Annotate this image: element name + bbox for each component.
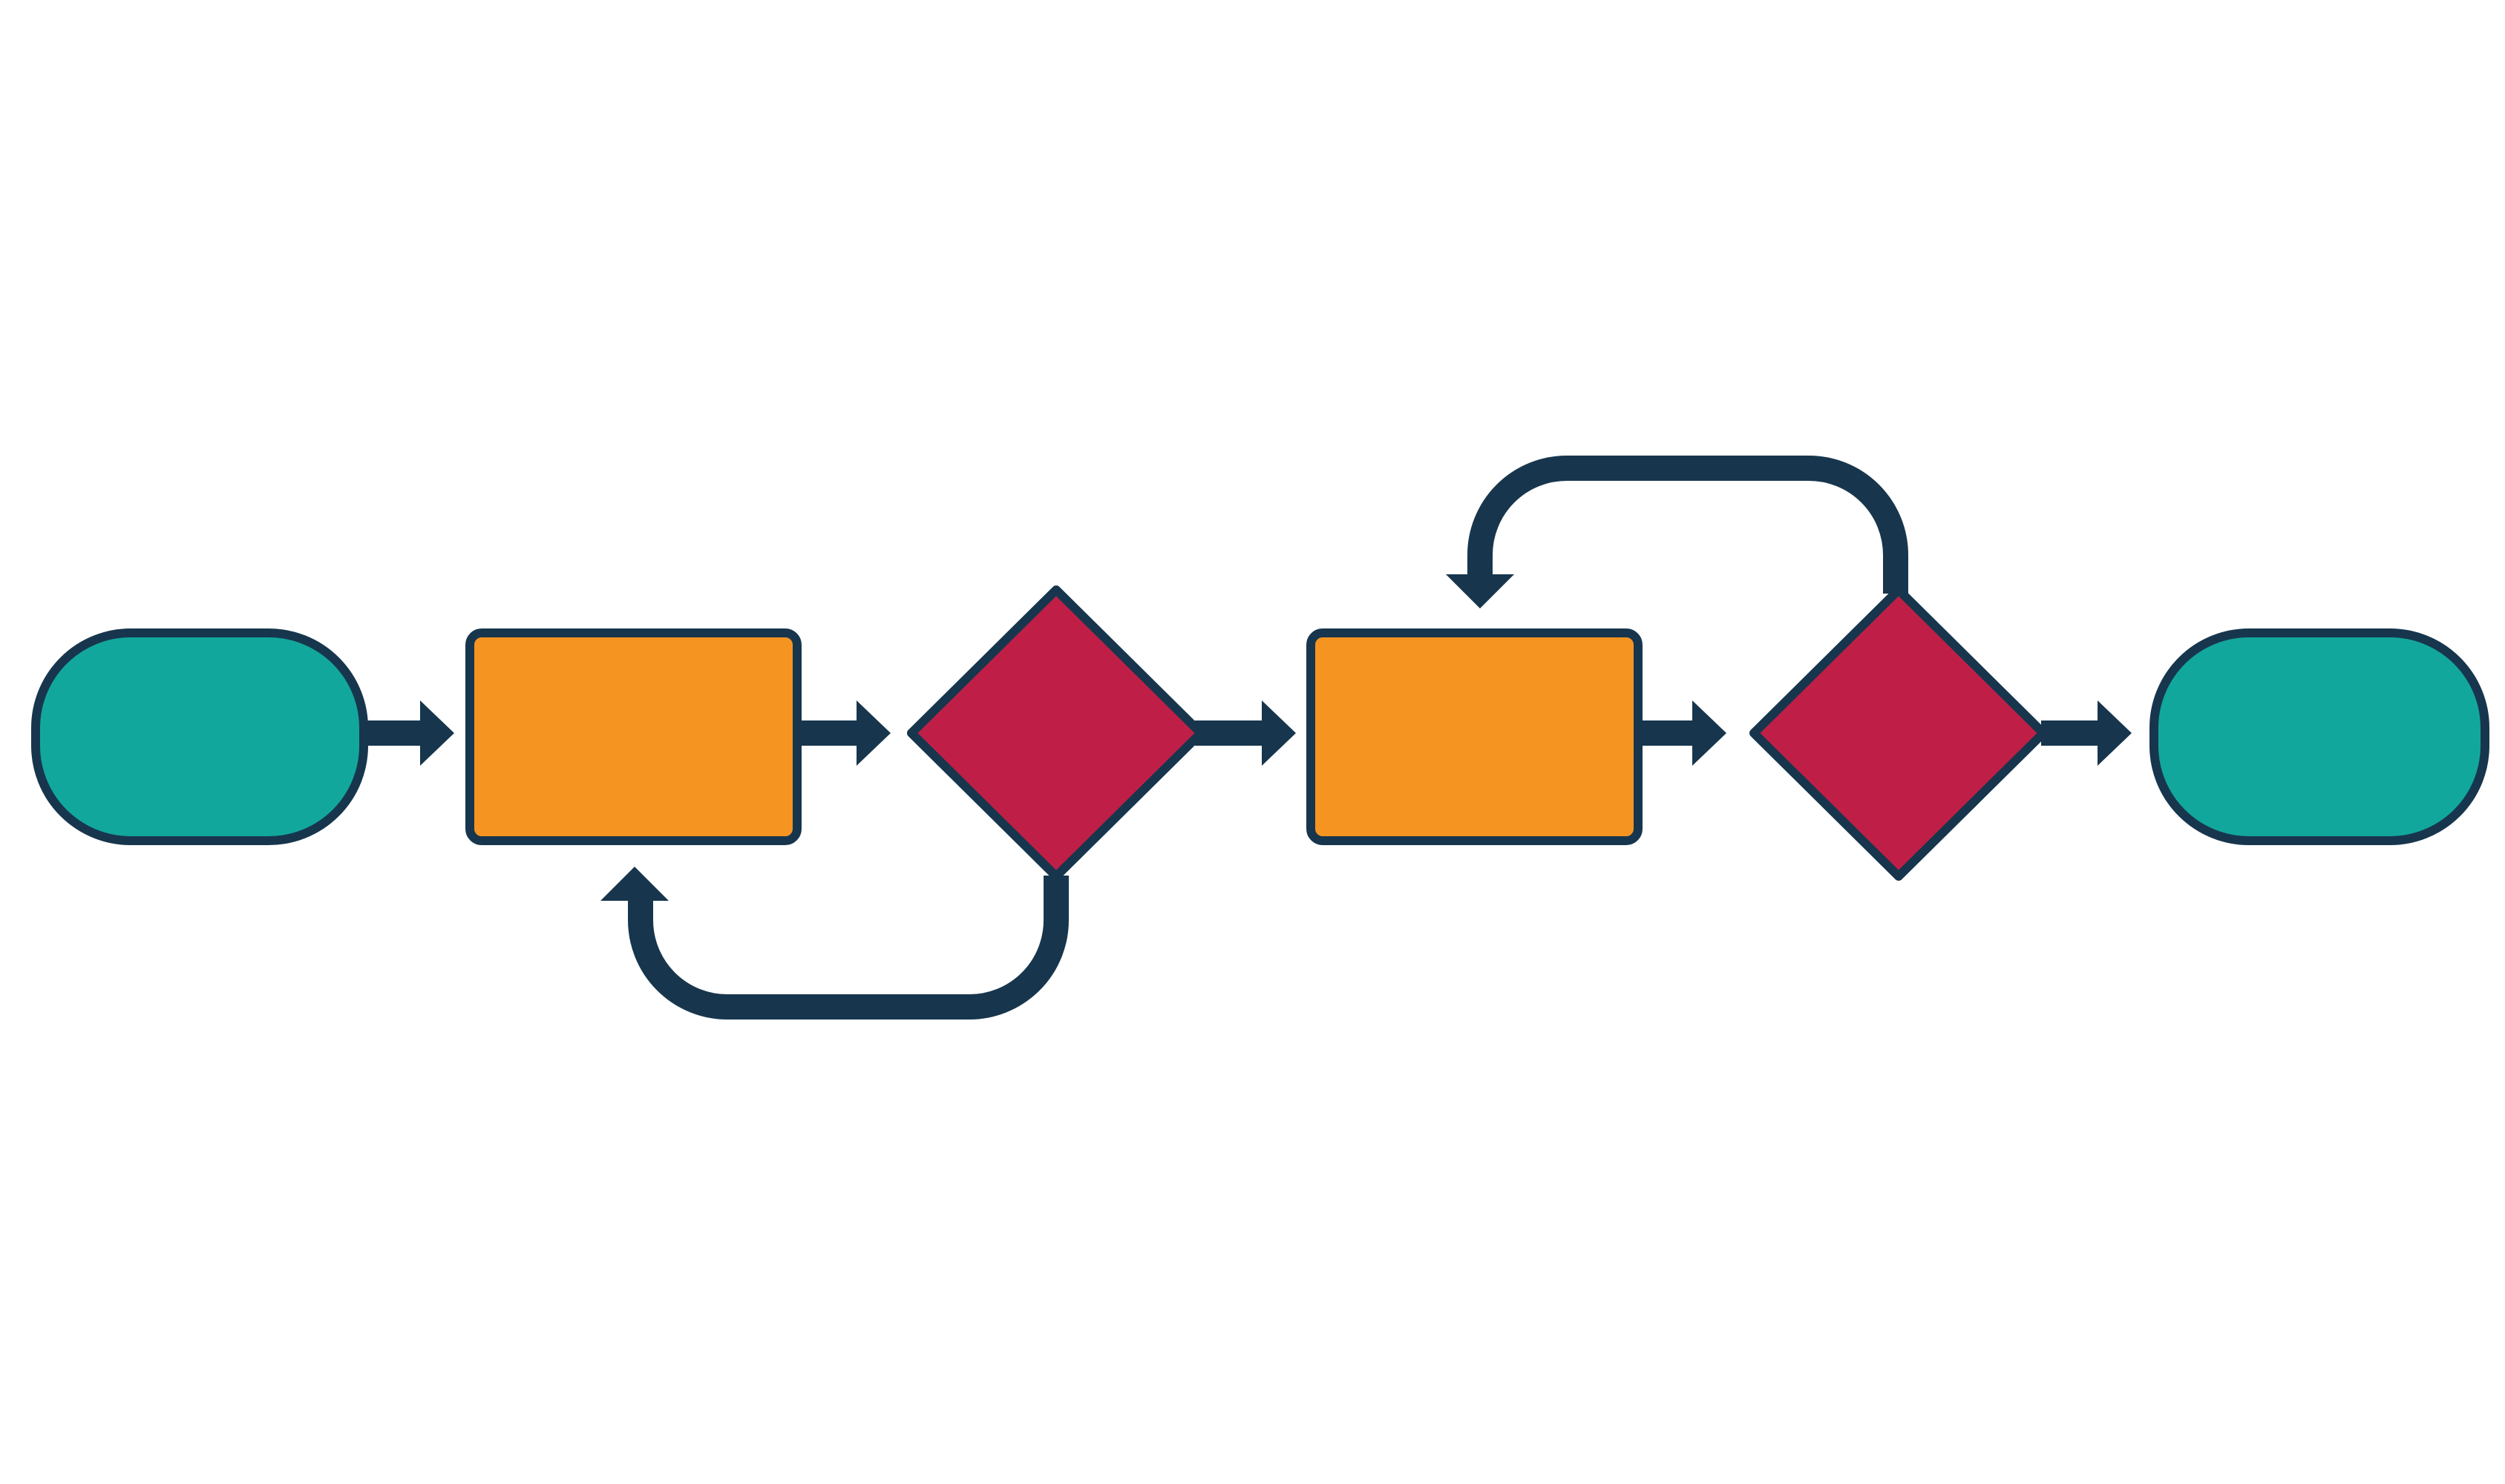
end-terminal[interactable]: [2149, 628, 2489, 845]
nodes: [31, 585, 2489, 881]
arrow-process-1-to-decision-1: [797, 700, 891, 766]
arrow-start-to-process-1: [364, 700, 454, 766]
arrow-shaft: [364, 720, 422, 746]
terminal-shape: [2149, 628, 2489, 845]
connectors: [364, 456, 2132, 1020]
decision-shape: [907, 585, 1205, 881]
arrow-shaft: [797, 720, 859, 746]
loop-decision-1-to-process-1: [600, 867, 1069, 1020]
decision-1-diamond[interactable]: [907, 585, 1205, 881]
loop-decision-2-to-process-2: [1446, 456, 1908, 608]
arrow-shaft: [1637, 720, 1695, 746]
start-terminal[interactable]: [31, 628, 368, 845]
decision-2-diamond[interactable]: [1749, 585, 2048, 881]
arrow-shaft: [2041, 720, 2100, 746]
process-shape: [1306, 628, 1643, 845]
process-1-box[interactable]: [465, 628, 802, 845]
arrow-decision-1-to-process-2: [1195, 700, 1296, 766]
arrow-shaft: [1195, 720, 1265, 746]
arrow-head-right-icon: [1262, 700, 1296, 766]
process-2-box[interactable]: [1306, 628, 1643, 845]
arrow-head-right-icon: [1692, 700, 1726, 766]
arrow-head-up-icon: [600, 867, 669, 901]
arrow-process-2-to-decision-2: [1637, 700, 1726, 766]
decision-shape: [1749, 585, 2048, 881]
arrow-head-right-icon: [420, 700, 454, 766]
arrow-head-right-icon: [2098, 700, 2132, 766]
process-shape: [465, 628, 802, 845]
arrow-head-down-icon: [1446, 574, 1514, 608]
arrow-head-right-icon: [857, 700, 891, 766]
loop-line: [1467, 456, 1908, 594]
loop-line: [628, 876, 1069, 1020]
arrow-decision-2-to-end: [2041, 700, 2132, 766]
terminal-shape: [31, 628, 368, 845]
